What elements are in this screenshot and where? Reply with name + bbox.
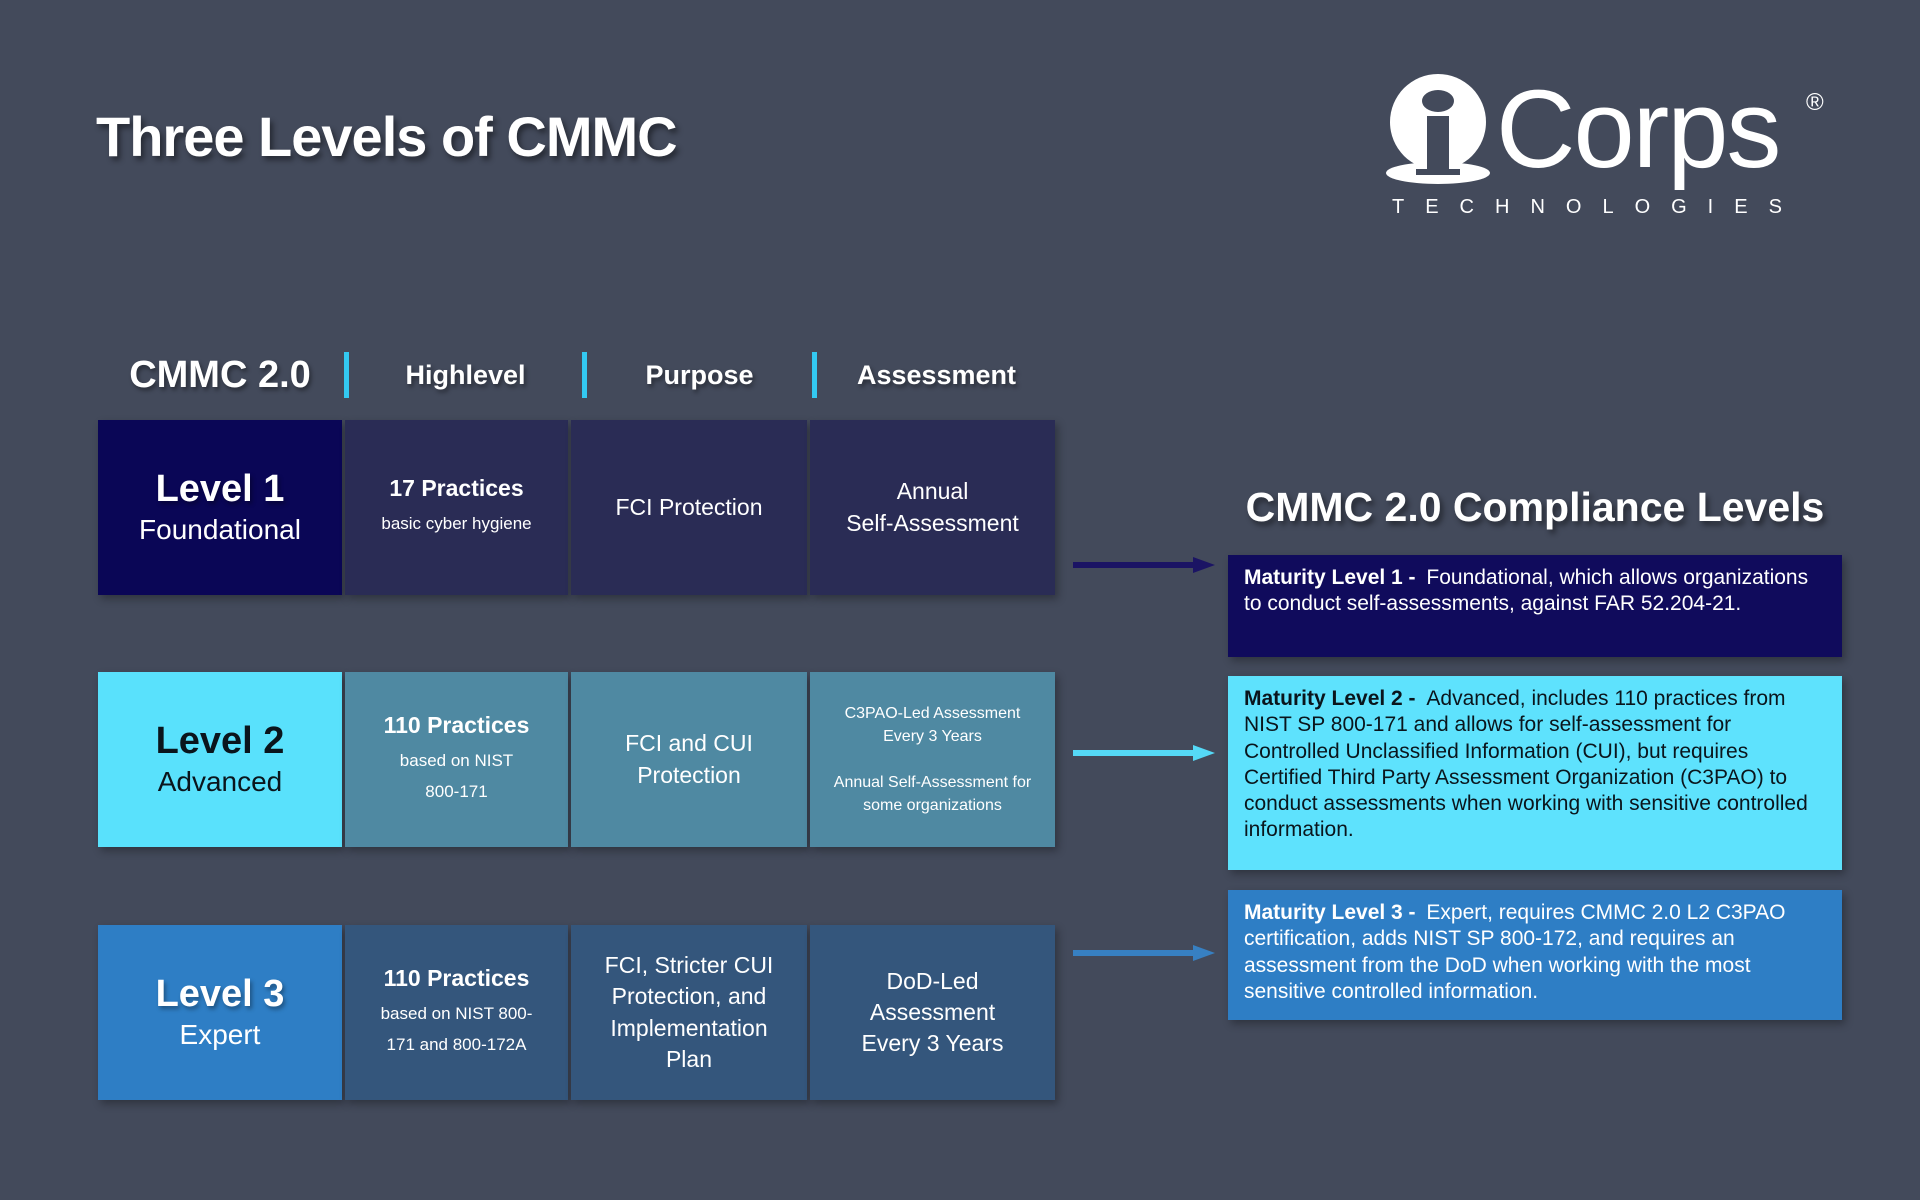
icorps-logo-icon: Corps ® <box>1386 72 1824 190</box>
practices-count: 110 Practices <box>383 964 530 991</box>
level-tier: Expert <box>179 1019 261 1051</box>
brand-logo: Corps ® TECHNOLOGIES <box>1386 72 1836 219</box>
header-col-highlevel: Highlevel <box>405 359 526 390</box>
maturity-box-body: Foundational, which allows organizations… <box>1244 566 1809 616</box>
purpose-cell: FCI and CUI Protection <box>571 672 807 847</box>
arrow-head-icon <box>1193 745 1215 761</box>
level-cell: Level 3 Expert <box>98 925 342 1100</box>
practices-note: based on NIST 800- 171 and 800-172A <box>380 1003 533 1054</box>
purpose-text: FCI Protection <box>615 493 763 520</box>
arrow-level-3 <box>1073 945 1215 961</box>
compliance-heading: CMMC 2.0 Compliance Levels <box>1245 484 1825 530</box>
assessment-cell: Annual Self-Assessment <box>810 420 1055 595</box>
arrow-head-icon <box>1193 557 1215 573</box>
arrow-level-1 <box>1073 557 1215 573</box>
header-col-cmmc: CMMC 2.0 <box>129 353 311 396</box>
maturity-box-body: Advanced, includes 110 practices from NI… <box>1244 687 1808 842</box>
level-tier: Foundational <box>139 514 301 546</box>
level-name: Level 2 <box>155 719 285 762</box>
practices-note: based on NIST 800-171 <box>399 750 514 801</box>
level-name: Level 1 <box>155 467 285 510</box>
maturity-box-3: Maturity Level 3 - Expert, requires CMMC… <box>1228 890 1842 1020</box>
practices-cell: 110 Practices based on NIST 800-171 <box>345 672 568 847</box>
maturity-box-lead: Maturity Level 3 - <box>1244 901 1422 924</box>
assessment-cell: DoD-Led Assessment Every 3 Years <box>810 925 1055 1100</box>
table-row-level-3: Level 3 Expert 110 Practices based on NI… <box>98 925 1056 1100</box>
purpose-cell: FCI Protection <box>571 420 807 595</box>
practices-note: basic cyber hygiene <box>381 514 532 534</box>
maturity-box-1: Maturity Level 1 - Foundational, which a… <box>1228 555 1842 657</box>
header-col-purpose: Purpose <box>645 359 754 390</box>
assessment-text: Annual Self-Assessment <box>846 478 1019 536</box>
purpose-cell: FCI, Stricter CUI Protection, and Implem… <box>571 925 807 1100</box>
registered-mark: ® <box>1806 89 1824 116</box>
maturity-box-lead: Maturity Level 2 - <box>1244 687 1422 710</box>
brand-subtitle: TECHNOLOGIES <box>1392 196 1803 218</box>
header-separator <box>812 352 817 398</box>
maturity-box-2: Maturity Level 2 - Advanced, includes 11… <box>1228 676 1842 870</box>
brand-name: Corps <box>1496 72 1779 190</box>
infographic-title: Three Levels of CMMC <box>96 105 678 168</box>
assessment-text: DoD-Led Assessment Every 3 Years <box>861 967 1004 1057</box>
level-cell: Level 2 Advanced <box>98 672 342 847</box>
header-separator <box>344 352 349 398</box>
practices-cell: 110 Practices based on NIST 800- 171 and… <box>345 925 568 1100</box>
table-row-level-2: Level 2 Advanced 110 Practices based on … <box>98 672 1056 847</box>
purpose-text: FCI, Stricter CUI Protection, and Implem… <box>604 952 774 1072</box>
purpose-text: FCI and CUI Protection <box>625 730 753 788</box>
table-row-level-1: Level 1 Foundational 17 Practices basic … <box>98 420 1056 595</box>
assessment-cell: C3PAO-Led Assessment Every 3 Years Annua… <box>810 672 1055 847</box>
practices-count: 17 Practices <box>389 475 524 502</box>
level-name: Level 3 <box>155 972 285 1015</box>
arrow-level-2 <box>1073 745 1215 761</box>
arrow-head-icon <box>1193 945 1215 961</box>
level-cell: Level 1 Foundational <box>98 420 342 595</box>
maturity-box-lead: Maturity Level 1 - <box>1244 566 1422 589</box>
header-col-assessment: Assessment <box>856 359 1017 390</box>
practices-cell: 17 Practices basic cyber hygiene <box>345 420 568 595</box>
header-separator <box>582 352 587 398</box>
practices-count: 110 Practices <box>383 711 530 738</box>
assessment-text: C3PAO-Led Assessment Every 3 Years Annua… <box>833 704 1032 815</box>
maturity-box-body: Expert, requires CMMC 2.0 L2 C3PAO certi… <box>1244 901 1786 1003</box>
level-tier: Advanced <box>157 766 283 798</box>
